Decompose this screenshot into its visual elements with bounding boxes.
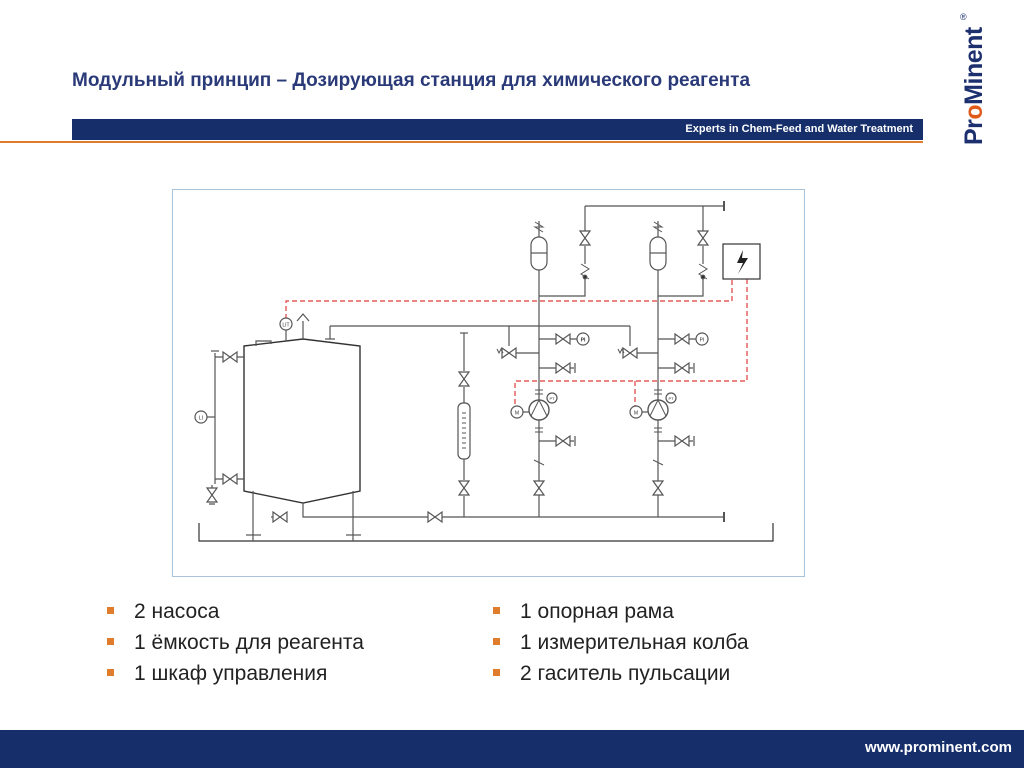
- footer-bar: www.prominent.com: [0, 730, 1024, 768]
- header-divider: [0, 141, 923, 143]
- svg-text:M: M: [515, 411, 519, 417]
- list-item: 1 измерительная колба: [490, 627, 749, 658]
- header-bar: Experts in Chem-Feed and Water Treatment: [72, 119, 923, 140]
- bullet-list-right: 1 опорная рама 1 измерительная колба 2 г…: [490, 596, 749, 689]
- svg-text:M: M: [634, 411, 638, 417]
- level-gauge: LI: [194, 350, 244, 505]
- list-item: 1 опорная рама: [490, 596, 749, 627]
- website-link[interactable]: www.prominent.com: [865, 739, 1012, 756]
- svg-text:PT: PT: [668, 396, 674, 401]
- registered-mark: ®: [960, 12, 967, 22]
- calibration-column: [457, 332, 471, 517]
- list-item: 1 ёмкость для реагента: [104, 627, 364, 658]
- pid-diagram-svg: LI LIT: [194, 201, 774, 542]
- control-cabinet: [722, 243, 761, 280]
- svg-text:PI: PI: [581, 338, 586, 344]
- svg-text:PT: PT: [549, 396, 555, 401]
- pid-diagram: LI LIT: [172, 189, 805, 577]
- list-item: 2 гаситель пульсации: [490, 658, 749, 689]
- svg-text:PI: PI: [700, 338, 705, 344]
- list-item: 1 шкаф управления: [104, 658, 364, 689]
- svg-text:LI: LI: [199, 416, 203, 422]
- prominent-logo: ProMinent: [960, 27, 988, 145]
- list-item: 2 насоса: [104, 596, 364, 627]
- page-title: Модульный принцип – Дозирующая станция д…: [72, 70, 751, 91]
- lightning-icon: [737, 250, 748, 274]
- pump-train-2: PI M PT: [617, 206, 709, 517]
- tagline: Experts in Chem-Feed and Water Treatment: [685, 123, 913, 135]
- reagent-tank: [243, 313, 361, 541]
- bullet-list-left: 2 насоса 1 ёмкость для реагента 1 шкаф у…: [104, 596, 364, 689]
- level-transmitter: LIT: [279, 317, 293, 341]
- svg-text:LIT: LIT: [282, 323, 289, 329]
- pump-train-1: PI M PT: [496, 206, 591, 517]
- signal-lines: [285, 279, 748, 406]
